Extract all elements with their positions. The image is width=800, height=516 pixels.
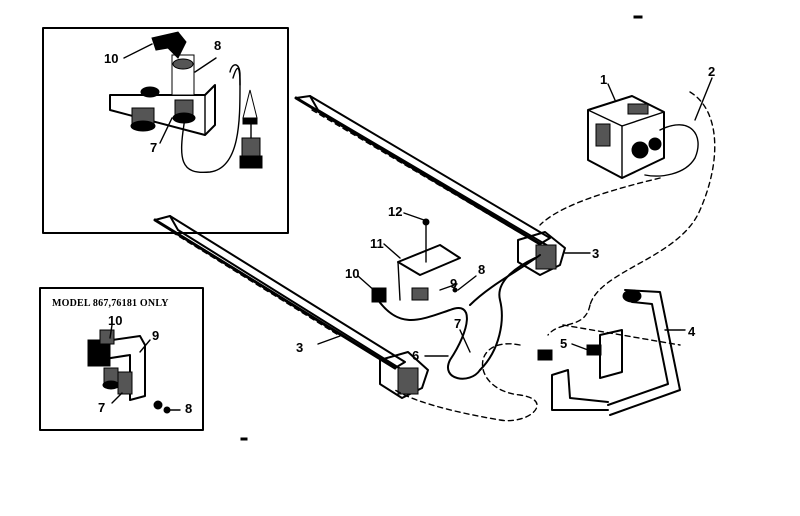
label-model-8: 8: [185, 401, 192, 416]
orifice-fittings: [537, 344, 602, 361]
model-inset: MODEL 867,76181 ONLY 10 9 7 8: [39, 287, 204, 431]
label-main-9: 9: [450, 276, 457, 291]
leader-lines: [317, 77, 713, 357]
stray-mark: [633, 15, 643, 19]
label-top-7: 7: [150, 140, 157, 155]
label-main-4: 4: [688, 324, 696, 339]
label-model-9: 9: [152, 328, 159, 343]
label-top-8: 8: [214, 38, 221, 53]
label-main-6: 6: [412, 348, 419, 363]
label-main-10: 10: [345, 266, 359, 281]
label-top-10: 10: [104, 51, 118, 66]
pilot-bracket: [109, 84, 216, 136]
stray-mark: [240, 437, 248, 441]
label-main-3-left: 3: [296, 340, 303, 355]
model-caption: MODEL 867,76181 ONLY: [52, 298, 169, 309]
burner-left: [153, 215, 429, 399]
pilot-tubing-main: [371, 218, 541, 380]
label-main-11: 11: [370, 236, 384, 251]
label-main-8: 8: [478, 262, 485, 277]
thermocouple-tube: [644, 124, 699, 177]
label-main-12: 12: [388, 204, 402, 219]
label-model-7: 7: [98, 400, 105, 415]
burner-right: [294, 95, 566, 276]
label-main-7: 7: [454, 316, 461, 331]
gas-control-valve: [587, 95, 665, 179]
label-main-2: 2: [708, 64, 715, 79]
pilot-hood: [151, 31, 187, 59]
label-model-10: 10: [108, 313, 122, 328]
orifice-cone: [242, 89, 258, 119]
label-main-3-right: 3: [592, 246, 599, 261]
pilot-tube-loop: [180, 67, 241, 174]
inset-frame-top: [42, 27, 289, 234]
inset-frame-model: [39, 287, 204, 431]
label-main-5: 5: [560, 336, 567, 351]
pilot-assembly-inset: 10 8 7: [42, 27, 289, 234]
label-main-1: 1: [600, 72, 607, 87]
manifold-frame: [551, 289, 681, 416]
